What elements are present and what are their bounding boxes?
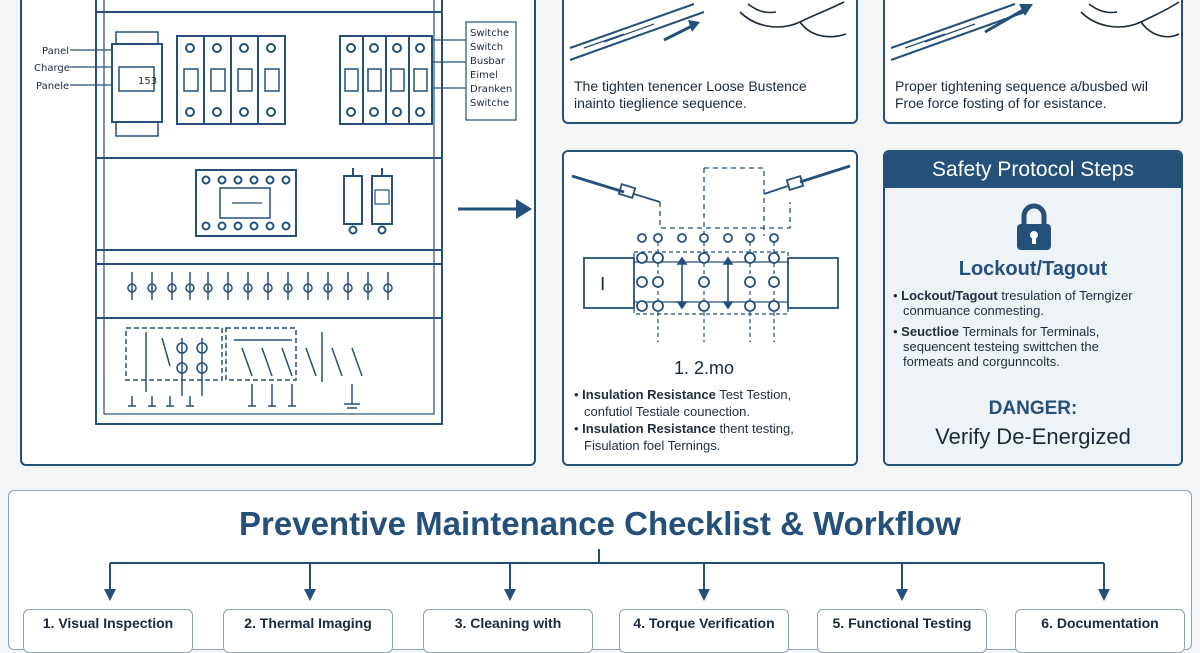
enclosure-inner xyxy=(103,0,435,415)
hand-icon xyxy=(1080,1,1180,38)
bullet-bold: Seuctlioe xyxy=(901,324,959,339)
label-panele: Panele xyxy=(36,81,69,92)
label-busbar: Busbar xyxy=(470,56,506,67)
bullet-rest: tresulation of Terngizer xyxy=(997,288,1133,303)
label-dranken: Dranken xyxy=(470,84,512,95)
wrench-illustration xyxy=(890,1,1180,61)
label-panel: Panel xyxy=(42,46,69,57)
workflow-connectors xyxy=(104,549,1110,601)
bullet-sub: sequencent testeing swittchen the xyxy=(903,339,1099,354)
electrical-panel-schematic: Panel Charge Panele 153 Switche Switch B… xyxy=(34,0,532,425)
danger-label: DANGER: xyxy=(988,398,1078,419)
bullet-item: • Seuctlioe Terminals for Terminals, xyxy=(893,324,1100,339)
arrow-down-icon xyxy=(104,589,116,601)
bullet-rest: Terminals for Terminals, xyxy=(958,324,1100,339)
relay-bank-right xyxy=(225,327,363,409)
bullet-bold: Lockout/Tagout xyxy=(901,288,998,303)
wiring-diagram-panel: Panel Charge Panele 153 Switche Switch B… xyxy=(20,0,536,466)
safety-header: Safety Protocol Steps xyxy=(885,152,1181,188)
bullet-item: • Insulation Resistance Test Testion, xyxy=(574,387,792,402)
terminal-screws xyxy=(636,233,780,312)
arrow-right-icon xyxy=(458,199,532,219)
caption-line: inainto tieglience sequence. xyxy=(574,95,747,111)
arrow-down-icon xyxy=(896,589,908,601)
breaker-block-left xyxy=(176,35,286,125)
bullet-rest: Test Testion, xyxy=(715,387,792,402)
step-documentation: 6. Documentation xyxy=(1015,609,1185,653)
bullet-item: • Insulation Resistance thent testing, xyxy=(574,421,794,436)
insulation-bullets: • Insulation Resistance Test Testion, co… xyxy=(574,386,850,454)
danger-text: Verify De-Energized xyxy=(935,424,1131,449)
insulation-test-panel: I 1. 2.mo • Insulation Resistance Test T… xyxy=(562,150,858,466)
arrow-down-icon xyxy=(1098,589,1110,601)
contactor-module xyxy=(195,169,297,237)
bullet-sub: conmuance conmesting. xyxy=(903,303,1044,318)
test-probe-left xyxy=(571,174,625,194)
step-functional-testing: 5. Functional Testing xyxy=(817,609,987,653)
tightening-panel-right: Proper tightening sequence a/busbed wil … xyxy=(883,0,1183,124)
label-switch: Switch xyxy=(470,42,503,53)
direction-arrow-icon xyxy=(688,20,700,32)
lockout-title: Lockout/Tagout xyxy=(958,258,1108,280)
test-probe-right xyxy=(799,164,851,184)
label-switche-2: Switche xyxy=(470,98,509,109)
wrench-illustration xyxy=(569,1,847,61)
terminal-strip xyxy=(127,272,393,300)
tightening-caption-right: Proper tightening sequence a/busbed wil … xyxy=(895,78,1173,112)
measurement-label: 1. 2.mo xyxy=(674,358,734,378)
bullet-bold: Insulation Resistance xyxy=(582,421,716,436)
relay-bank-left xyxy=(125,327,223,407)
safety-protocol-panel: Safety Protocol Steps Lockout/Tagout • L… xyxy=(883,150,1183,466)
bullet-sub: formeats and corgunncolts. xyxy=(903,354,1060,369)
step-cleaning: 3. Cleaning with xyxy=(423,609,593,653)
arrow-down-icon xyxy=(504,589,516,601)
arrow-down-icon xyxy=(304,589,316,601)
bullet-bold: Insulation Resistance xyxy=(582,387,716,402)
step-torque-verification: 4. Torque Verification xyxy=(619,609,789,653)
checklist-panel: Preventive Maintenance Checklist & Workf… xyxy=(8,490,1192,653)
bullet-rest: thent testing, xyxy=(715,421,794,436)
hand-icon xyxy=(739,1,847,38)
arrow-down-icon xyxy=(698,589,710,601)
label-charge: Charge xyxy=(34,63,70,74)
checklist-title: Preventive Maintenance Checklist & Workf… xyxy=(239,505,961,542)
step-visual-inspection: 1. Visual Inspection xyxy=(23,609,193,653)
caption-line: Froe force fosting of for esistance. xyxy=(895,95,1107,111)
bullet-sub: Fisulation foel Ternings. xyxy=(584,438,721,453)
bullet-sub: confutiol Testiale counection. xyxy=(584,404,750,419)
fuse-holder-1 xyxy=(343,175,363,225)
safety-bullets: • Lockout/Tagout tresulation of Terngize… xyxy=(893,288,1177,369)
direction-arrow-icon xyxy=(1019,4,1033,16)
enclosure-outline xyxy=(95,0,443,425)
safety-body: Lockout/Tagout • Lockout/Tagout tresulat… xyxy=(885,188,1181,464)
meter-readout: 153 xyxy=(138,76,157,87)
padlock-icon xyxy=(1017,203,1051,250)
label-eimel: Eimel xyxy=(470,70,498,81)
terminal-test-diagram: I 1. 2.mo xyxy=(571,164,851,378)
caption-line: The tighten tenencer Loose Bustence xyxy=(574,78,807,94)
tightening-caption-left: The tighten tenencer Loose Bustence inai… xyxy=(574,78,848,112)
step-thermal-imaging: 2. Thermal Imaging xyxy=(223,609,393,653)
terminal-tag: I xyxy=(600,274,605,295)
tightening-panel-left: The tighten tenencer Loose Bustence inai… xyxy=(562,0,858,124)
bullet-item: • Lockout/Tagout tresulation of Terngize… xyxy=(893,288,1133,303)
caption-line: Proper tightening sequence a/busbed wil xyxy=(895,78,1148,94)
breaker-block-right xyxy=(339,35,433,125)
label-switche-1: Switche xyxy=(470,28,509,39)
